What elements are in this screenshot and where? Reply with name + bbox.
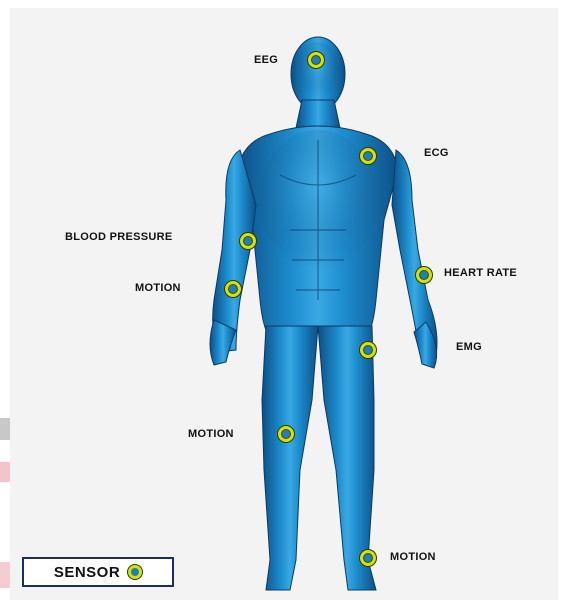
label-motion-knee: MOTION [188,428,234,440]
sensor-heart-rate-marker [416,267,432,283]
label-emg: EMG [456,341,482,353]
sensor-blood-pressure-marker [240,233,256,249]
legend-label: SENSOR [54,564,120,581]
sensor-legend: SENSOR [22,557,174,587]
sensor-ecg-marker [360,148,376,164]
label-motion-wrist: MOTION [135,282,181,294]
sensor-motion-ankle-marker [360,550,376,566]
sensor-eeg-marker [308,52,324,68]
label-blood-pressure: BLOOD PRESSURE [65,231,173,243]
label-motion-ankle: MOTION [390,551,436,563]
sensor-emg-marker [360,342,376,358]
label-ecg: ECG [424,147,449,159]
label-eeg: EEG [254,54,278,66]
sensor-motion-wrist-marker [225,281,241,297]
sensor-icon [128,565,142,579]
label-heart-rate: HEART RATE [444,267,517,279]
sensor-motion-knee-marker [278,426,294,442]
